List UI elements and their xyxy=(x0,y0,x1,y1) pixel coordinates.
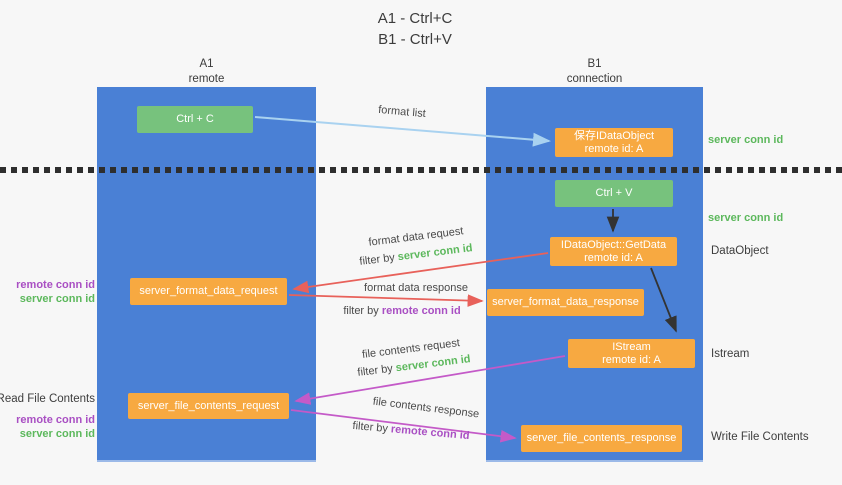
column-a1-subtitle: remote xyxy=(188,73,225,85)
server-format-data-request-label: server_format_data_request xyxy=(139,285,278,297)
conn-id-stack-top: remote conn id server conn id xyxy=(16,278,95,306)
remote-conn-id-value: remote conn id xyxy=(390,423,470,443)
server-file-contents-request-label: server_file_contents_request xyxy=(137,399,280,412)
getdata-node: IDataObject::GetData remote id: A xyxy=(550,237,677,266)
write-file-contents-label: Write File Contents xyxy=(711,431,809,443)
server-conn-id-label-1: server conn id xyxy=(19,293,95,305)
server-file-contents-response-label: server_file_contents_response xyxy=(526,432,677,444)
remote-conn-id-value: remote conn id xyxy=(381,305,461,317)
column-b1-subtitle: connection xyxy=(566,73,623,85)
filter-by-remote-conn-id-label-1: filter by remote conn id xyxy=(340,305,464,317)
server-conn-id-value: server conn id xyxy=(397,242,474,264)
format-list-label: format list xyxy=(377,103,427,121)
column-b1-name: B1 xyxy=(587,58,602,70)
ctrl-v-node: Ctrl + V xyxy=(555,180,673,207)
getdata-line2: remote id: A xyxy=(584,251,643,264)
ctrl-v-label: Ctrl + V xyxy=(595,187,633,199)
format-data-response-arrow xyxy=(288,294,484,307)
server-format-data-response-label: server_format_data_response xyxy=(492,296,639,308)
server-conn-id-label-2: server conn id xyxy=(19,428,95,440)
server-format-data-request-node: server_format_data_request xyxy=(130,278,287,305)
dataobject-label: DataObject xyxy=(711,245,769,257)
server-conn-id-label-top: server conn id xyxy=(708,134,784,146)
filter-by-remote-conn-id-label-2: filter by remote conn id xyxy=(348,420,475,443)
save-dataobject-node: 保存IDataObject remote id: A xyxy=(555,128,673,157)
ctrl-c-node: Ctrl + C xyxy=(137,106,253,133)
filter-by-prefix: filter by xyxy=(352,419,389,435)
column-a1-name: A1 xyxy=(199,58,214,70)
istream-line1: IStream xyxy=(612,340,651,353)
format-data-response-label: format data response xyxy=(364,282,468,294)
remote-conn-id-label-1: remote conn id xyxy=(16,279,95,291)
remote-conn-id-label-2: remote conn id xyxy=(16,414,95,426)
istream-side-label: Istream xyxy=(711,348,750,360)
filter-by-prefix: filter by xyxy=(356,362,394,379)
save-dataobject-line1: 保存IDataObject xyxy=(573,129,655,142)
title-line-2: B1 - Ctrl+V xyxy=(378,31,452,48)
diagram-title: A1 - Ctrl+C B1 - Ctrl+V xyxy=(300,8,530,50)
column-header-b1: B1 connection xyxy=(486,57,703,87)
server-conn-id-value: server conn id xyxy=(395,353,472,375)
server-conn-id-label-mid: server conn id xyxy=(708,212,784,224)
save-dataobject-line2: remote id: A xyxy=(584,142,644,155)
filter-by-prefix: filter by xyxy=(343,305,379,317)
istream-line2: remote id: A xyxy=(602,353,661,366)
server-file-contents-request-node: server_file_contents_request xyxy=(128,393,289,419)
phase-separator-dotted-line xyxy=(0,167,842,173)
ctrl-c-label: Ctrl + C xyxy=(176,113,214,125)
conn-id-stack-bottom: Read File Contents remote conn id server… xyxy=(0,392,95,441)
file-contents-response-label: file contents response xyxy=(372,395,480,421)
server-file-contents-response-node: server_file_contents_response xyxy=(521,425,682,452)
server-format-data-response-node: server_format_data_response xyxy=(487,289,644,316)
filter-by-prefix: filter by xyxy=(358,251,396,268)
read-file-contents-label: Read File Contents xyxy=(0,393,95,405)
title-line-1: A1 - Ctrl+C xyxy=(377,10,453,27)
column-header-a1: A1 remote xyxy=(97,57,316,87)
getdata-line1: IDataObject::GetData xyxy=(560,238,667,251)
istream-node: IStream remote id: A xyxy=(568,339,695,368)
